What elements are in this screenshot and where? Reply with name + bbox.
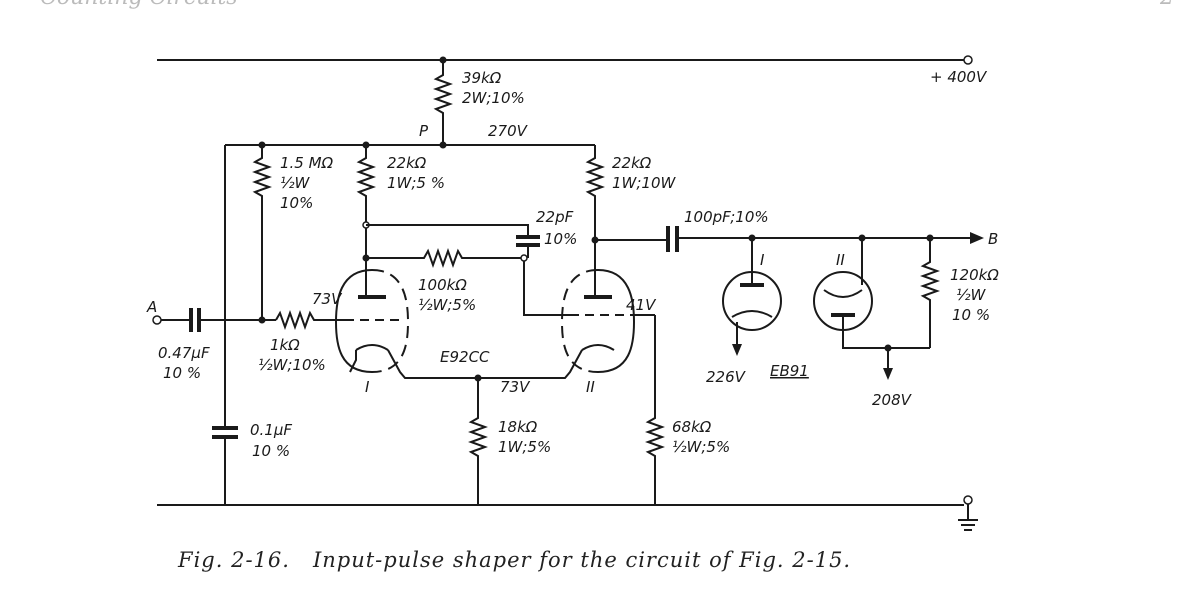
r68k-value: 68kΩ bbox=[672, 418, 712, 436]
r18k-value: 18kΩ bbox=[498, 418, 538, 436]
resistor-39k bbox=[433, 60, 453, 145]
input-terminal[interactable] bbox=[152, 315, 162, 325]
r68k-rating: ½W;5% bbox=[672, 438, 730, 456]
resistor-1k bbox=[275, 310, 345, 330]
supply-rail bbox=[157, 55, 973, 65]
r39k-rating: 2W;10% bbox=[462, 89, 525, 107]
r120k-tolerance: 10 % bbox=[952, 306, 990, 324]
cathode-voltage: 73V bbox=[500, 378, 531, 396]
diode-1-label: I bbox=[760, 251, 765, 269]
r120k-power: ½W bbox=[956, 286, 987, 304]
triode-section-2 bbox=[474, 269, 655, 382]
r120k-value: 120kΩ bbox=[950, 266, 999, 284]
r22k-left-value: 22kΩ bbox=[387, 154, 427, 172]
c22p-value: 22pF bbox=[536, 208, 574, 226]
resistor-68k bbox=[645, 315, 665, 505]
diode-type-label: EB91 bbox=[770, 362, 809, 380]
resistor-22k-left bbox=[356, 145, 376, 295]
resistor-18k bbox=[468, 378, 488, 505]
supply-voltage-label: + 400V bbox=[930, 68, 988, 86]
node-p-voltage: 270V bbox=[488, 122, 529, 140]
r39k-value: 39kΩ bbox=[462, 69, 502, 87]
resistor-22k-right bbox=[585, 145, 605, 295]
c01-value: 0.1µF bbox=[250, 421, 292, 439]
running-header: Counting Circuits bbox=[40, 0, 238, 10]
page-number: 2 bbox=[1159, 0, 1174, 10]
capacitor-22pF bbox=[366, 224, 540, 258]
capacitor-0-47uF bbox=[161, 308, 276, 332]
ground-rail bbox=[157, 495, 973, 506]
c047-tolerance: 10 % bbox=[163, 364, 201, 382]
r1-5M-tolerance: 10% bbox=[280, 194, 313, 212]
diode-2-bias: 208V bbox=[872, 391, 913, 409]
grid1-voltage: 73V bbox=[312, 290, 343, 308]
triode-type-label: E92CC bbox=[440, 348, 490, 366]
diode-1-bias: 226V bbox=[706, 368, 747, 386]
diode-section-2 bbox=[813, 238, 930, 380]
c22p-tolerance: 10% bbox=[544, 230, 577, 248]
resistor-120k bbox=[920, 238, 940, 348]
r1-5M-power: ½W bbox=[280, 174, 311, 192]
ground-icon bbox=[958, 504, 978, 531]
c047-value: 0.47µF bbox=[158, 344, 210, 362]
grid2-voltage: 41V bbox=[626, 296, 657, 314]
r100k-value: 100kΩ bbox=[418, 276, 467, 294]
r22k-right-rating: 1W;10W bbox=[612, 174, 677, 192]
c01-tolerance: 10 % bbox=[252, 442, 290, 460]
resistor-100k bbox=[366, 248, 570, 316]
r22k-left-rating: 1W;5 % bbox=[387, 174, 445, 192]
diode-section-1 bbox=[722, 238, 782, 356]
r18k-rating: 1W;5% bbox=[498, 438, 551, 456]
resistor-1-5M bbox=[252, 145, 272, 320]
capacitor-100pF bbox=[595, 226, 984, 252]
triode-2-label: II bbox=[586, 378, 595, 396]
figure-caption: Fig. 2-16. Input-pulse shaper for the ci… bbox=[177, 548, 851, 572]
triode-section-1 bbox=[334, 269, 478, 379]
r1k-rating: ½W;10% bbox=[258, 356, 326, 374]
capacitor-0-1uF bbox=[212, 426, 238, 439]
r100k-rating: ½W;5% bbox=[418, 296, 476, 314]
r1k-value: 1kΩ bbox=[270, 336, 300, 354]
input-label: A bbox=[146, 298, 157, 316]
output-label: B bbox=[988, 230, 998, 248]
diode-2-label: II bbox=[836, 251, 845, 269]
triode-1-label: I bbox=[365, 378, 370, 396]
r22k-right-value: 22kΩ bbox=[612, 154, 652, 172]
r1-5M-value: 1.5 MΩ bbox=[280, 154, 334, 172]
c100p-value: 100pF;10% bbox=[684, 208, 769, 226]
node-p-label: P bbox=[419, 122, 429, 140]
